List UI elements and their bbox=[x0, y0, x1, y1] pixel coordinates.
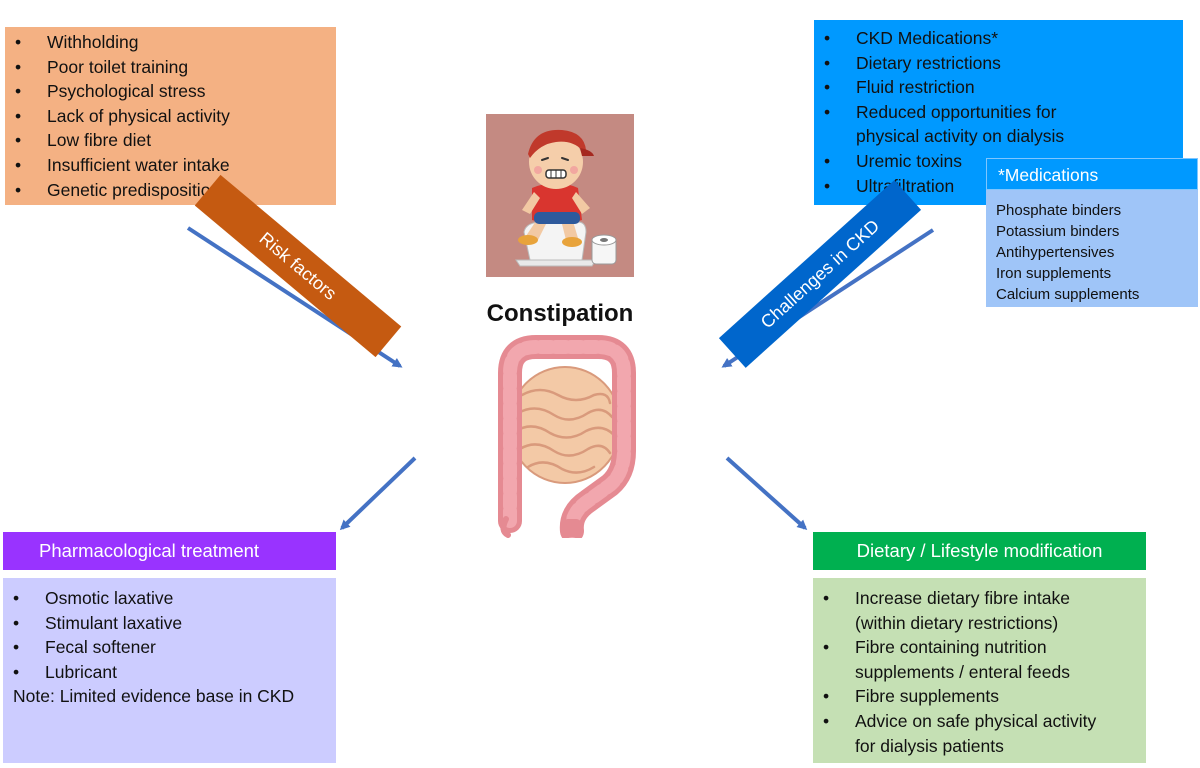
ckd-challenges-box: CKD Medications* Dietary restrictions Fl… bbox=[814, 20, 1183, 205]
list-item: Poor toilet training bbox=[5, 55, 336, 80]
pharmacological-treatment-header: Pharmacological treatment bbox=[3, 532, 336, 570]
list-item: Advice on safe physical activity for dia… bbox=[813, 709, 1113, 758]
medications-header: *Medications bbox=[986, 158, 1198, 190]
risk-factors-box: Withholding Poor toilet training Psychol… bbox=[5, 27, 336, 205]
list-item: Fibre supplements bbox=[813, 684, 1113, 709]
list-item: Fibre containing nutrition supplements /… bbox=[813, 635, 1113, 684]
colon-illustration bbox=[498, 335, 636, 538]
dietary-lifestyle-box: Increase dietary fibre intake (within di… bbox=[813, 578, 1146, 763]
pharm-arrow bbox=[339, 456, 417, 531]
dietary-lifestyle-list: Increase dietary fibre intake (within di… bbox=[813, 586, 1113, 758]
list-item: Fluid restriction bbox=[814, 75, 1183, 100]
list-item: Calcium supplements bbox=[996, 286, 1140, 303]
risk-factors-list: Withholding Poor toilet training Psychol… bbox=[5, 30, 336, 202]
center-title: Constipation bbox=[486, 300, 634, 327]
list-item: Antihypertensives bbox=[996, 244, 1115, 261]
list-item: Potassium binders bbox=[996, 223, 1120, 240]
pharmacological-treatment-list: Osmotic laxative Stimulant laxative Feca… bbox=[3, 586, 336, 684]
list-item: Withholding bbox=[5, 30, 336, 55]
list-item: Lubricant bbox=[3, 660, 336, 685]
ckd-challenges-list: CKD Medications* Dietary restrictions Fl… bbox=[814, 26, 1183, 198]
child-on-potty-illustration bbox=[486, 114, 634, 277]
list-item: Increase dietary fibre intake (within di… bbox=[813, 586, 1113, 635]
medications-list: Phosphate binders Potassium binders Anti… bbox=[986, 190, 1198, 307]
list-item: Phosphate binders bbox=[996, 202, 1122, 219]
list-item: Genetic predisposition bbox=[5, 178, 336, 203]
list-item: Lack of physical activity bbox=[5, 104, 336, 129]
pharmacological-treatment-box: Osmotic laxative Stimulant laxative Feca… bbox=[3, 578, 336, 763]
list-item: Dietary restrictions bbox=[814, 51, 1183, 76]
list-item: Psychological stress bbox=[5, 79, 336, 104]
list-item: Insufficient water intake bbox=[5, 153, 336, 178]
list-item: CKD Medications* bbox=[814, 26, 1183, 51]
dietary-lifestyle-header: Dietary / Lifestyle modification bbox=[813, 532, 1146, 570]
list-item: Ultrafiltration bbox=[814, 174, 1183, 199]
list-item: Low fibre diet bbox=[5, 128, 336, 153]
list-item: Reduced opportunities for physical activ… bbox=[814, 100, 1096, 149]
list-item: Uremic toxins bbox=[814, 149, 1183, 174]
list-item: Stimulant laxative bbox=[3, 611, 336, 636]
list-item: Iron supplements bbox=[996, 265, 1112, 282]
list-item: Osmotic laxative bbox=[3, 586, 336, 611]
diet-arrow bbox=[725, 456, 808, 531]
evidence-note: Note: Limited evidence base in CKD bbox=[13, 686, 295, 707]
list-item: Fecal softener bbox=[3, 635, 336, 660]
